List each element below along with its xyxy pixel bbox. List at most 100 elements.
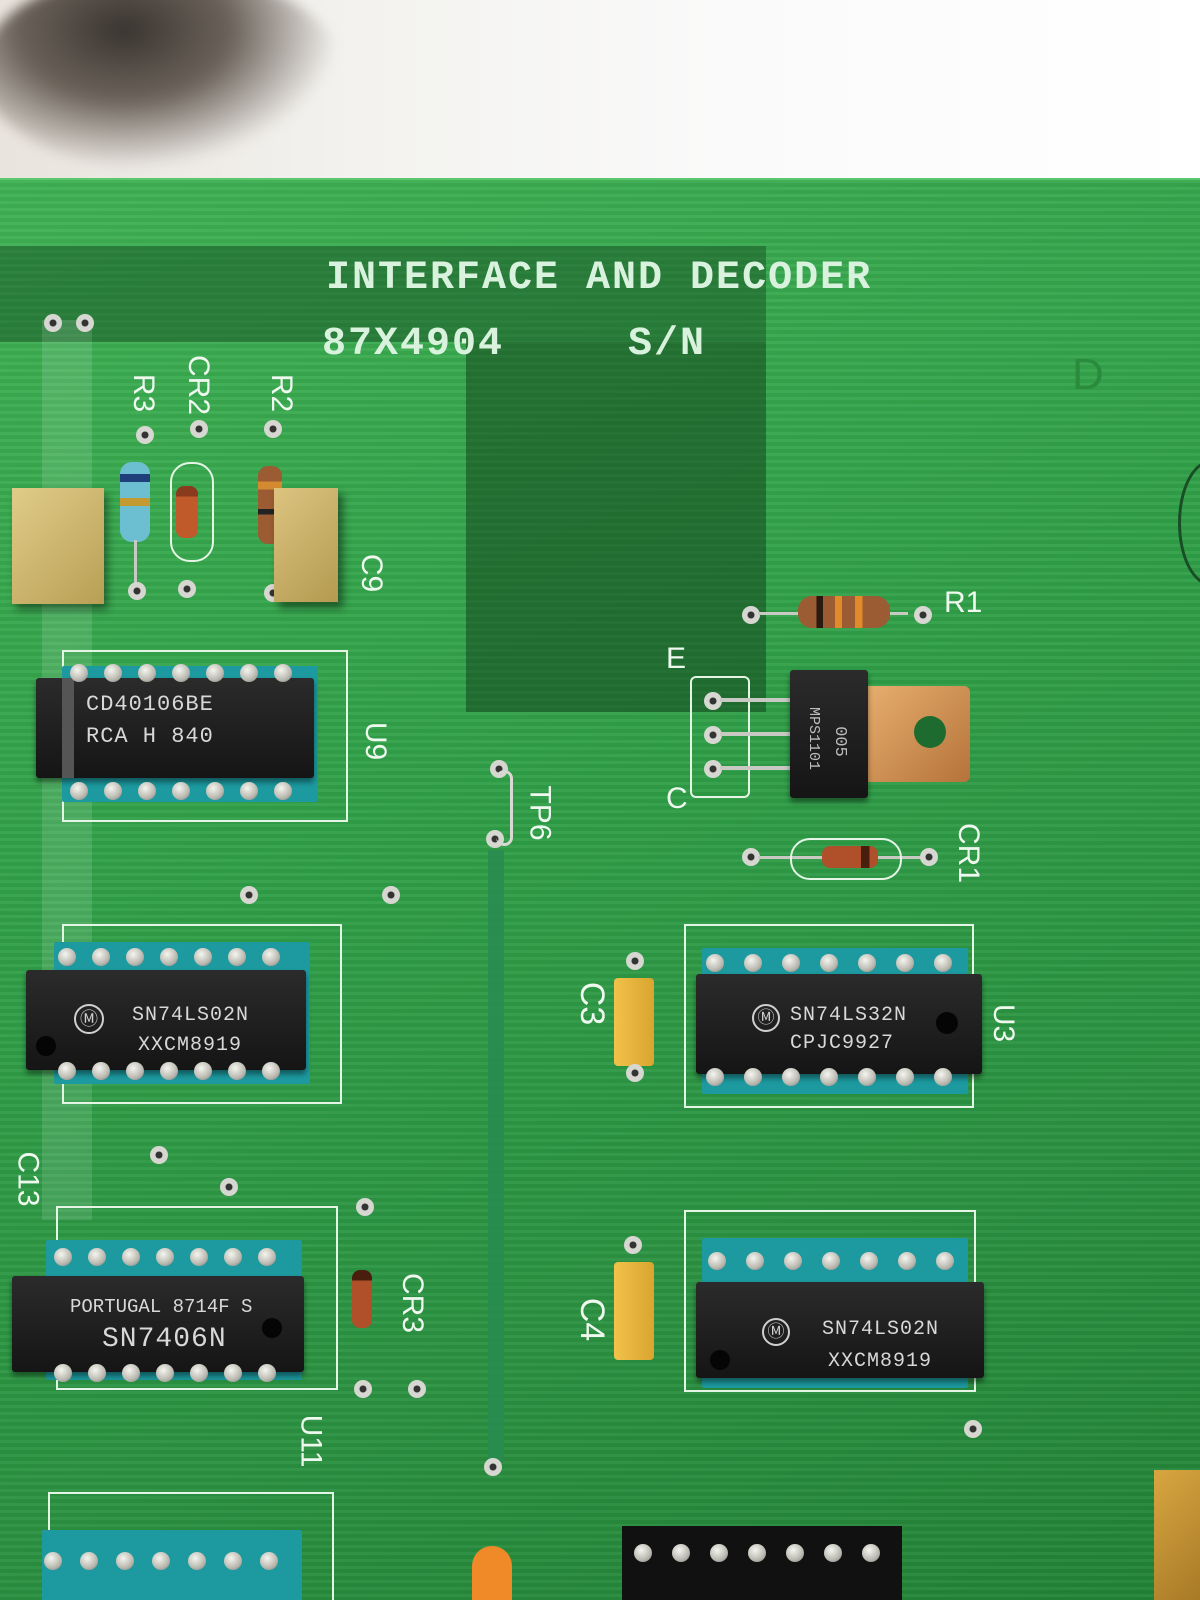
- diode-cr2: [176, 486, 198, 538]
- ref-r3: R3: [127, 373, 161, 413]
- pad: [44, 314, 62, 332]
- ic-pin: [92, 948, 110, 966]
- ic-pin: [80, 1552, 98, 1570]
- ic-pin: [934, 1068, 952, 1086]
- ic-pin: [936, 1252, 954, 1270]
- ic-pin: [786, 1544, 804, 1562]
- transistor-line2: MPS1101: [805, 706, 823, 771]
- pad: [240, 886, 258, 904]
- trace-tp6: [488, 850, 504, 1462]
- ic-pin: [858, 954, 876, 972]
- motorola-logo: Ⓜ: [752, 1004, 780, 1032]
- ic-pin: [194, 1062, 212, 1080]
- ref-u11: U11: [294, 1414, 328, 1468]
- ref-tp6: TP6: [523, 785, 557, 841]
- ic-pin: [240, 782, 258, 800]
- pin1-dot: [710, 1350, 730, 1370]
- ic-pin: [746, 1252, 764, 1270]
- tp6-wire: [496, 770, 513, 846]
- lead: [720, 698, 792, 702]
- ic-pin: [822, 1252, 840, 1270]
- pad: [354, 1380, 372, 1398]
- ic-pin: [706, 1068, 724, 1086]
- ic-pin: [172, 664, 190, 682]
- pad: [356, 1198, 374, 1216]
- pad: [484, 1458, 502, 1476]
- ref-q1-e: E: [666, 642, 687, 675]
- ic-pin: [190, 1364, 208, 1382]
- ic-pin: [190, 1248, 208, 1266]
- diode-outline: [170, 462, 214, 562]
- ic-pin: [122, 1364, 140, 1382]
- ref-q1-c: C: [666, 782, 688, 815]
- ic-pin: [126, 1062, 144, 1080]
- pad: [626, 952, 644, 970]
- ic-pin: [862, 1544, 880, 1562]
- ic-pin: [224, 1248, 242, 1266]
- orange-component: [472, 1546, 512, 1600]
- ic-pin: [206, 782, 224, 800]
- ic-pin: [274, 782, 292, 800]
- ref-cr2: CR2: [182, 354, 216, 416]
- lead: [720, 766, 792, 770]
- pad: [624, 1236, 642, 1254]
- label-shadow-area: [0, 246, 766, 342]
- ic-pin: [88, 1364, 106, 1382]
- pad: [178, 580, 196, 598]
- ic-pin: [228, 1062, 246, 1080]
- resistor-r1: [798, 596, 890, 628]
- ic-pin: [70, 782, 88, 800]
- ic-pin: [224, 1552, 242, 1570]
- ic-pin: [672, 1544, 690, 1562]
- ref-c9: C9: [355, 553, 389, 593]
- ic-pin: [44, 1552, 62, 1570]
- ic-pin: [708, 1252, 726, 1270]
- chip-u4-line2: XXCM8919: [828, 1350, 933, 1373]
- bottom-right-socket: [622, 1526, 902, 1600]
- transistor-body: [790, 670, 868, 798]
- ic-pin: [206, 664, 224, 682]
- motorola-logo: Ⓜ: [74, 1004, 104, 1034]
- ic-pin: [706, 954, 724, 972]
- pad: [920, 848, 938, 866]
- ic-pin: [160, 948, 178, 966]
- diode-cr1-outline: [790, 838, 902, 880]
- ic-pin: [172, 782, 190, 800]
- chip-u4-line1: SN74LS02N: [822, 1318, 940, 1341]
- board-title: INTERFACE AND DECODER: [326, 256, 873, 301]
- ref-u9: U9: [359, 721, 393, 761]
- pad: [704, 726, 722, 744]
- pin1-dot: [36, 1036, 56, 1056]
- ref-r1: R1: [944, 586, 983, 619]
- motorola-logo: Ⓜ: [762, 1318, 790, 1346]
- pad: [150, 1146, 168, 1164]
- chip-u9-line1: CD40106BE: [86, 692, 214, 717]
- pad: [220, 1178, 238, 1196]
- ref-cr1: CR1: [952, 822, 986, 884]
- ic-pin: [896, 1068, 914, 1086]
- ic-pin: [88, 1248, 106, 1266]
- chip-u3: [696, 974, 982, 1074]
- ref-c3: C3: [573, 981, 612, 1026]
- ic-pin: [782, 1068, 800, 1086]
- ic-pin: [274, 664, 292, 682]
- lead: [720, 732, 792, 736]
- serial-label: S/N: [628, 322, 707, 367]
- diode-cr1: [822, 846, 878, 868]
- capacitor-c4: [614, 1262, 654, 1360]
- q1-outline: [690, 676, 750, 798]
- chip-u11: [12, 1276, 304, 1372]
- ic-pin: [104, 664, 122, 682]
- pad: [964, 1420, 982, 1438]
- ic-pin: [258, 1364, 276, 1382]
- ic-pin: [126, 948, 144, 966]
- ic-pin: [92, 1062, 110, 1080]
- pad: [128, 582, 146, 600]
- chip-u10: [26, 970, 306, 1070]
- ic-pin: [188, 1552, 206, 1570]
- chip-u11-line2: SN7406N: [102, 1324, 227, 1355]
- ic-pin: [240, 664, 258, 682]
- corner-mark: D: [1072, 350, 1104, 399]
- ic-pin: [122, 1248, 140, 1266]
